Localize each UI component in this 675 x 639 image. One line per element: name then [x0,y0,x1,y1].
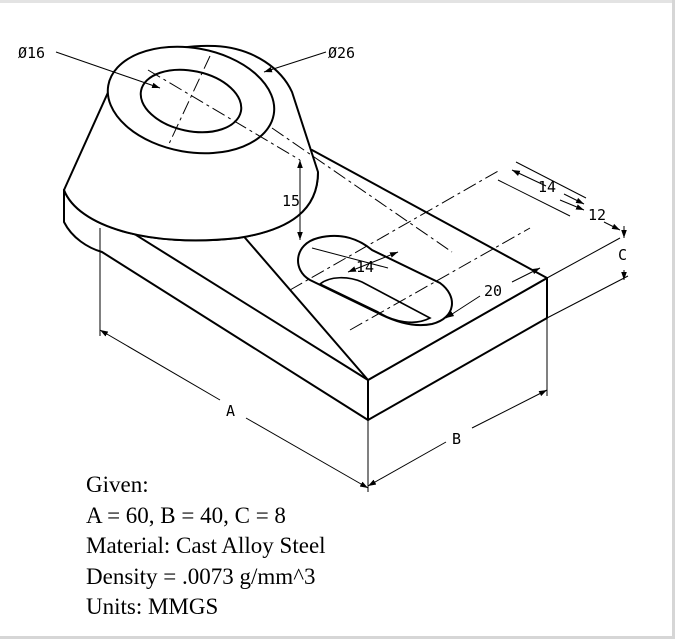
dim-diameter-16: Ø16 [18,44,45,62]
dim-20: 20 [484,282,502,300]
frame-top-border [0,0,675,3]
dimension-lines [55,51,627,489]
dim-diameter-26: Ø26 [328,44,355,62]
dim-12: 12 [588,206,606,224]
frame-right-border [672,0,675,639]
conical-boss [62,44,320,242]
dim-slot-14: 14 [356,258,374,276]
given-material: Material: Cast Alloy Steel [86,533,326,558]
given-units: Units: MMGS [86,594,219,619]
given-values: A = 60, B = 40, C = 8 [86,502,286,528]
given-heading: Given: [86,472,149,497]
dim-a: A [226,402,235,420]
given-density: Density = .0073 g/mm^3 [86,563,316,589]
frame-bottom-border [0,636,675,639]
given-notes: Given: A = 60, B = 40, C = 8 Material: C… [86,470,326,623]
dim-top-14: 14 [538,178,556,196]
dim-b: B [452,430,461,448]
dim-c: C [618,246,627,264]
dim-height-15: 15 [282,192,300,210]
slot-cut [297,234,453,326]
bore-hole [139,68,243,134]
